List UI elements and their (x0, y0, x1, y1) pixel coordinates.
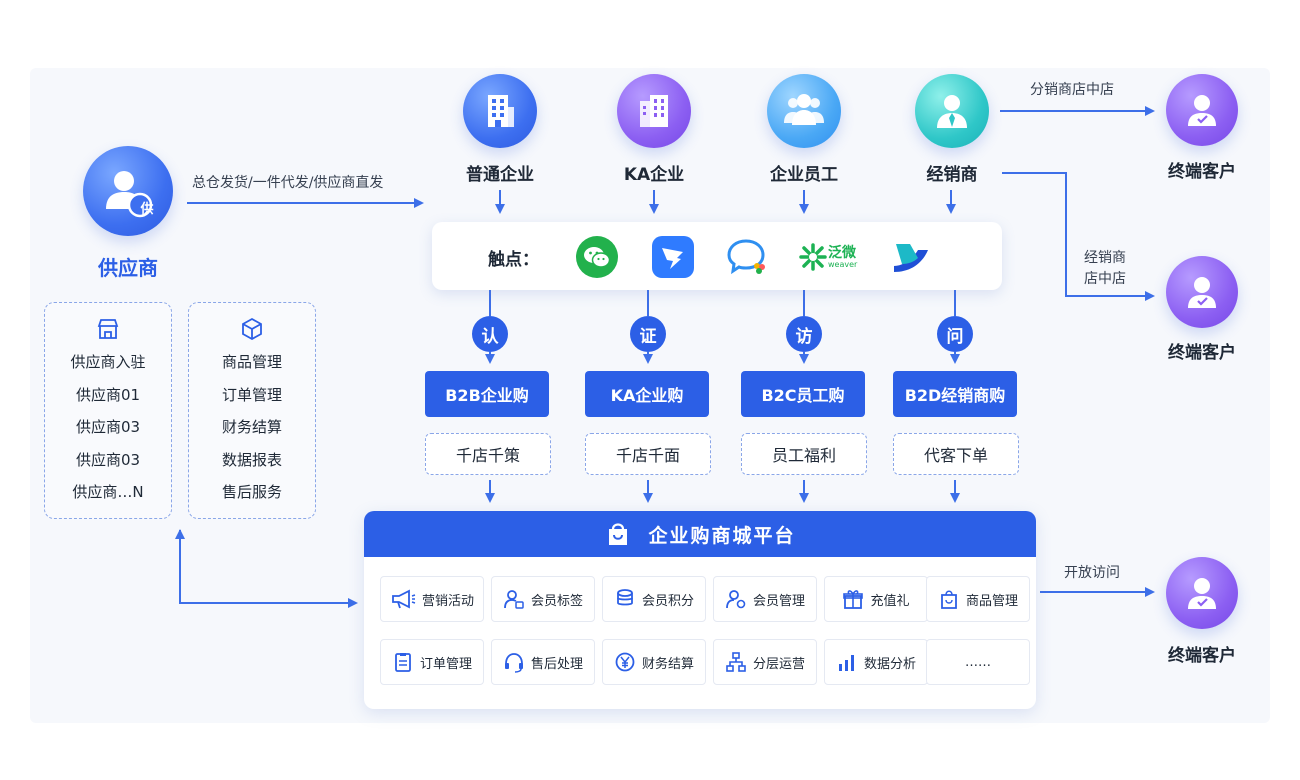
feature-2: 千店千面 (585, 433, 711, 475)
mall-platform-panel: 企业购商城平台 营销活动 会员标签 会员积分 会员管理 充值礼 商品管理 (364, 511, 1036, 709)
customer-person-icon (1188, 95, 1216, 126)
end-customer-label-3: 终端客户 (1168, 646, 1236, 666)
building-icon (488, 95, 514, 127)
coins-icon (617, 589, 633, 606)
shopping-bag-icon (941, 590, 957, 609)
product-list-item: 财务结算 (221, 418, 282, 436)
touchpoints-bar: 触点： (432, 222, 1002, 290)
channel-b2c[interactable]: B2C员工购 (741, 371, 865, 417)
module-member-points[interactable]: 会员积分 (602, 576, 706, 622)
store-icon (97, 319, 119, 339)
feishu-icon[interactable] (888, 236, 934, 278)
ship-method-text: 总仓发货/一件代发/供应商直发 (192, 175, 384, 191)
module-finance[interactable]: 财务结算 (602, 639, 706, 685)
supplier-label: 供应商 (98, 256, 158, 280)
entity-label-ka-enterprise: KA企业 (623, 165, 685, 185)
cube-icon (242, 317, 262, 341)
supplier-badge: 供 (140, 202, 154, 217)
entity-circle-dealer (915, 74, 989, 148)
feature-1: 千店千策 (425, 433, 551, 475)
arrow-distributor-side (1002, 172, 1155, 301)
supplier-person-icon (106, 171, 153, 218)
gift-icon (843, 590, 864, 609)
product-list-item: 订单管理 (221, 386, 282, 404)
customer-person-icon (1188, 578, 1216, 609)
module-recharge-gift[interactable]: 充值礼 (824, 576, 928, 622)
fanwei-icon[interactable]: 泛微 weaver (798, 238, 862, 278)
supplier-list-item: 供应商…N (72, 483, 144, 501)
supplier-list-item: 供应商01 (75, 386, 141, 404)
entity-label-normal-enterprise: 普通企业 (466, 165, 534, 185)
chat-bubble-icon[interactable] (724, 234, 770, 280)
clipboard-icon (395, 653, 411, 672)
open-access-text: 开放访问 (1064, 565, 1120, 581)
entity-circle-employees (767, 74, 841, 148)
verb-circle-3: 访 (786, 316, 822, 352)
member-tag-icon (504, 590, 524, 609)
feature-3: 员工福利 (741, 433, 867, 475)
end-customer-label-2: 终端客户 (1168, 343, 1236, 363)
channel-b2d[interactable]: B2D经销商购 (893, 371, 1017, 417)
module-marketing[interactable]: 营销活动 (380, 576, 484, 622)
product-list-item: 售后服务 (221, 483, 282, 501)
end-customer-avatar-3 (1166, 557, 1238, 629)
end-customer-label-1: 终端客户 (1168, 162, 1236, 182)
feature-4: 代客下单 (893, 433, 1019, 475)
supplier-list-box: 供应商入驻 供应商01 供应商03 供应商03 供应商…N (44, 302, 172, 519)
employees-group-icon (784, 94, 824, 125)
verb-circle-1: 认 (472, 316, 508, 352)
platform-title: 企业购商城平台 (648, 524, 796, 547)
end-customer-avatar-1 (1166, 74, 1238, 146)
office-tower-icon (640, 95, 668, 127)
entity-circle-ka-enterprise (617, 74, 691, 148)
headset-icon (504, 653, 523, 673)
bar-chart-icon (838, 655, 854, 671)
supplier-list-item: 供应商03 (75, 451, 141, 469)
touchpoints-label: 触点： (488, 250, 539, 270)
end-customer-avatar-2 (1166, 256, 1238, 328)
platform-header: 企业购商城平台 (364, 511, 1036, 557)
wechat-icon[interactable] (576, 236, 618, 278)
product-list-box: 商品管理 订单管理 财务结算 数据报表 售后服务 (188, 302, 316, 519)
distributor-store-top-text: 分销商店中店 (1030, 82, 1114, 98)
distributor-store-side-line1: 经销商 (1084, 250, 1126, 266)
channel-ka[interactable]: KA企业购 (585, 371, 709, 417)
entity-label-dealer: 经销商 (926, 165, 978, 185)
module-tiered-ops[interactable]: 分层运营 (713, 639, 817, 685)
channel-b2b[interactable]: B2B企业购 (425, 371, 549, 417)
arrow-supplier-loop (179, 530, 358, 608)
module-product-management[interactable]: 商品管理 (926, 576, 1030, 622)
customer-person-icon (1188, 277, 1216, 308)
module-member-tag[interactable]: 会员标签 (491, 576, 595, 622)
module-after-sales[interactable]: 售后处理 (491, 639, 595, 685)
shopping-bag-icon (609, 523, 628, 545)
product-list-item: 数据报表 (221, 451, 282, 469)
module-data-analysis[interactable]: 数据分析 (824, 639, 928, 685)
entity-label-employees: 企业员工 (770, 165, 838, 185)
megaphone-icon (392, 589, 416, 609)
yen-coin-icon (615, 652, 635, 672)
module-more[interactable]: …… (926, 639, 1030, 685)
supplier-list-item: 供应商03 (75, 418, 141, 436)
verb-circle-4: 问 (937, 316, 973, 352)
dingtalk-icon[interactable] (652, 236, 694, 278)
member-settings-icon (726, 590, 746, 609)
product-list-item: 商品管理 (221, 353, 282, 371)
entity-circle-normal-enterprise (463, 74, 537, 148)
distributor-store-side-line2: 店中店 (1084, 271, 1126, 287)
dealer-person-icon (937, 95, 967, 128)
verb-circle-2: 证 (630, 316, 666, 352)
module-order-management[interactable]: 订单管理 (380, 639, 484, 685)
module-member-management[interactable]: 会员管理 (713, 576, 817, 622)
supplier-list-item: 供应商入驻 (70, 353, 146, 371)
hierarchy-icon (726, 652, 746, 672)
supplier-avatar: 供 (83, 146, 173, 236)
